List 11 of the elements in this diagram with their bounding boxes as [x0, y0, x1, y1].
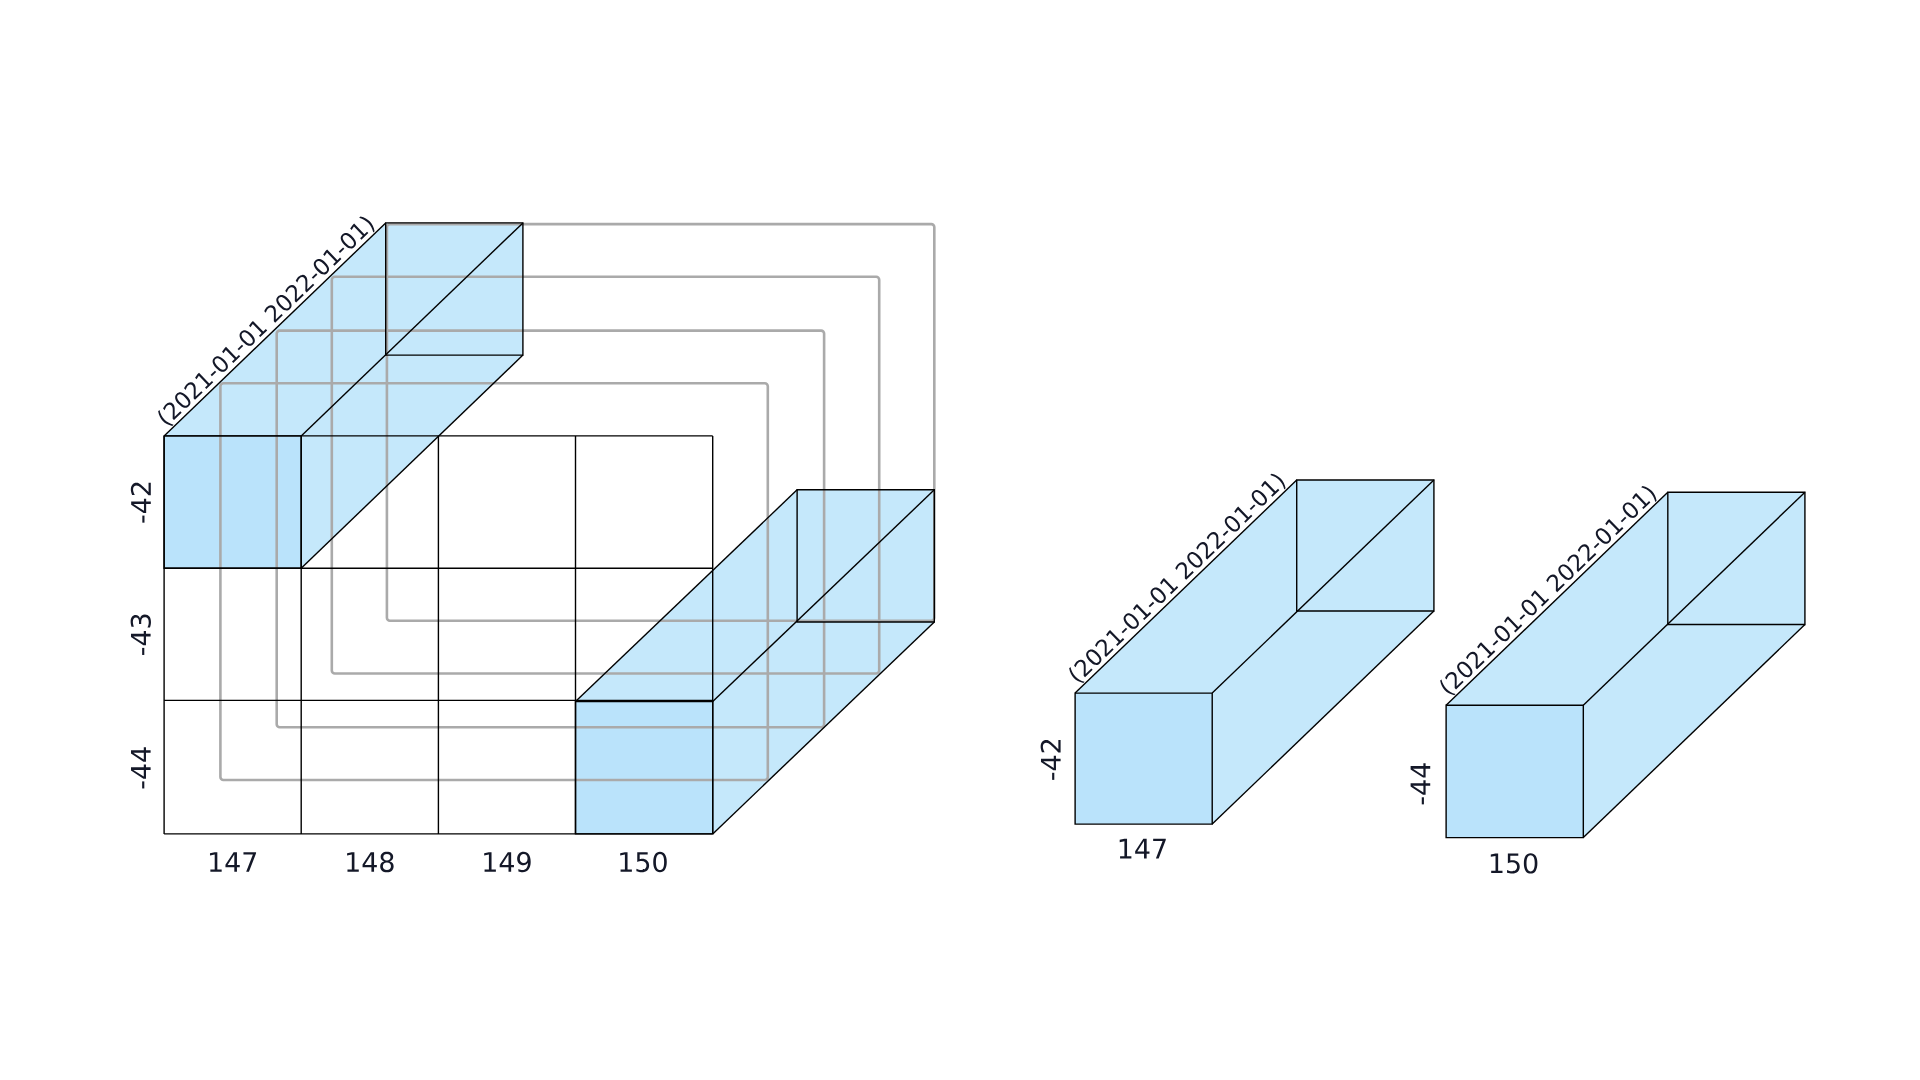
- axis-label: -43: [130, 614, 151, 655]
- axis-label: 149: [484, 851, 531, 873]
- axis-label: 150: [620, 851, 667, 873]
- axis-label: -44: [131, 747, 151, 789]
- axis-label: 148: [347, 851, 394, 873]
- axis-label: 147: [1119, 838, 1166, 859]
- axis-label: 150: [1490, 853, 1538, 874]
- axis-label: -42: [130, 482, 151, 523]
- axis-label: 147: [210, 852, 257, 872]
- axis-label: -42: [1040, 739, 1061, 780]
- axis-label: -44: [1410, 763, 1431, 805]
